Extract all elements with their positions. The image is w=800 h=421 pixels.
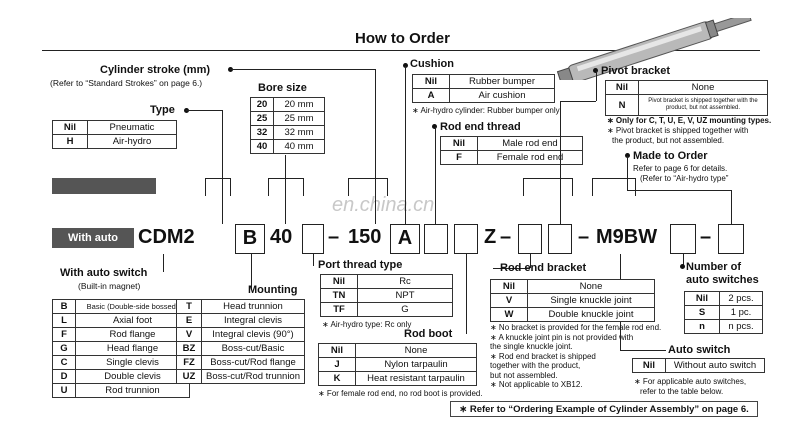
switch-value: M9BW <box>596 226 658 248</box>
made-note-1: Refer to page 6 for details. <box>633 164 728 173</box>
stroke-label: Cylinder stroke (mm) <box>100 64 211 76</box>
bore-label: Bore size <box>258 82 307 94</box>
boot-note: ∗ For female rod end, no rod boot is pro… <box>318 389 483 398</box>
rodbracket-box <box>518 224 542 254</box>
cushion-note: ∗ Air-hydro cylinder: Rubber bumper only <box>412 106 560 115</box>
autosw-note: (Built-in magnet) <box>78 281 141 291</box>
mounting-box: B <box>235 224 265 254</box>
model-prefix: CDM2 <box>138 226 195 248</box>
mounting-label: Mounting <box>248 284 298 296</box>
type-label: Type <box>150 104 175 116</box>
port-box <box>302 224 324 254</box>
page-title: How to Order <box>354 30 450 47</box>
made-note-2: (Refer to “Air-hydro type” <box>640 174 729 183</box>
port-label: Port thread type <box>318 259 403 271</box>
title-divider <box>42 50 760 51</box>
cushion-label: Cushion <box>410 58 454 70</box>
autoswitch-label: Auto switch <box>668 344 731 356</box>
pivot-note-3: the product, but not assembled. <box>612 136 725 145</box>
autoswitch-note-1: ∗ For applicable auto switches, <box>634 377 747 386</box>
autosw-label: With auto switch <box>60 267 148 279</box>
watermark: en.china.cn <box>332 194 435 216</box>
port-note: ∗ Air-hydro type: Rc only <box>322 320 412 329</box>
rodboot-box <box>454 224 478 254</box>
rodbracket-notes: ∗ No bracket is provided for the female … <box>490 323 662 389</box>
pivot-note-2: ∗ Pivot bracket is shipped together with <box>607 126 749 135</box>
bore-value: 40 <box>270 226 293 248</box>
numsw-label-1: Number of <box>686 261 741 273</box>
pivot-box <box>548 224 572 254</box>
rodbracket-label: Rod end bracket <box>500 262 587 274</box>
numsw-box <box>670 224 696 254</box>
boot-label: Rod boot <box>404 328 453 340</box>
stroke-value: 150 <box>348 226 382 248</box>
pivot-label: Pivot bracket <box>601 65 671 77</box>
band-dark <box>52 178 156 194</box>
stroke-note: (Refer to “Standard Strokes” on page 6.) <box>50 78 203 88</box>
rodthread-label: Rod end thread <box>440 121 521 133</box>
with-auto-switch-badge: With auto switch <box>52 228 134 264</box>
cylinder-image <box>556 18 752 80</box>
autoswitch-note-2: refer to the table below. <box>640 387 724 396</box>
z-code: Z <box>484 226 497 248</box>
footer-reference: ∗ Refer to “Ordering Example of Cylinder… <box>450 401 758 417</box>
numsw-label-2: auto switches <box>686 274 759 286</box>
cushion-box: A <box>390 224 420 254</box>
madetoorder-box <box>718 224 744 254</box>
pivot-note-1: ∗ Only for C, T, U, E, V, UZ mounting ty… <box>607 116 772 125</box>
rodthread-box <box>424 224 448 254</box>
made-label: Made to Order <box>633 150 708 162</box>
